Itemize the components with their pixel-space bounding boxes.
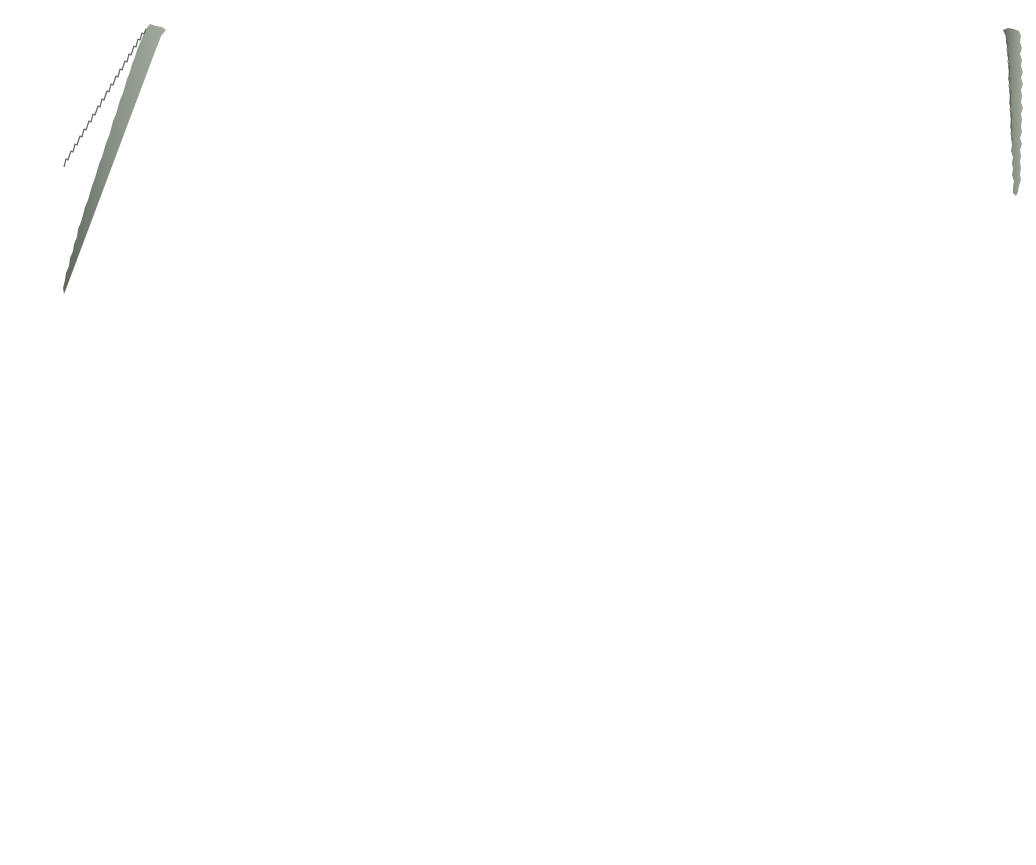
torn-strip-left [63, 24, 166, 294]
torn-strip-right [1003, 28, 1023, 196]
torn-strip-right-edge [1005, 36, 1014, 141]
torn-strip-left-edge [63, 28, 147, 168]
